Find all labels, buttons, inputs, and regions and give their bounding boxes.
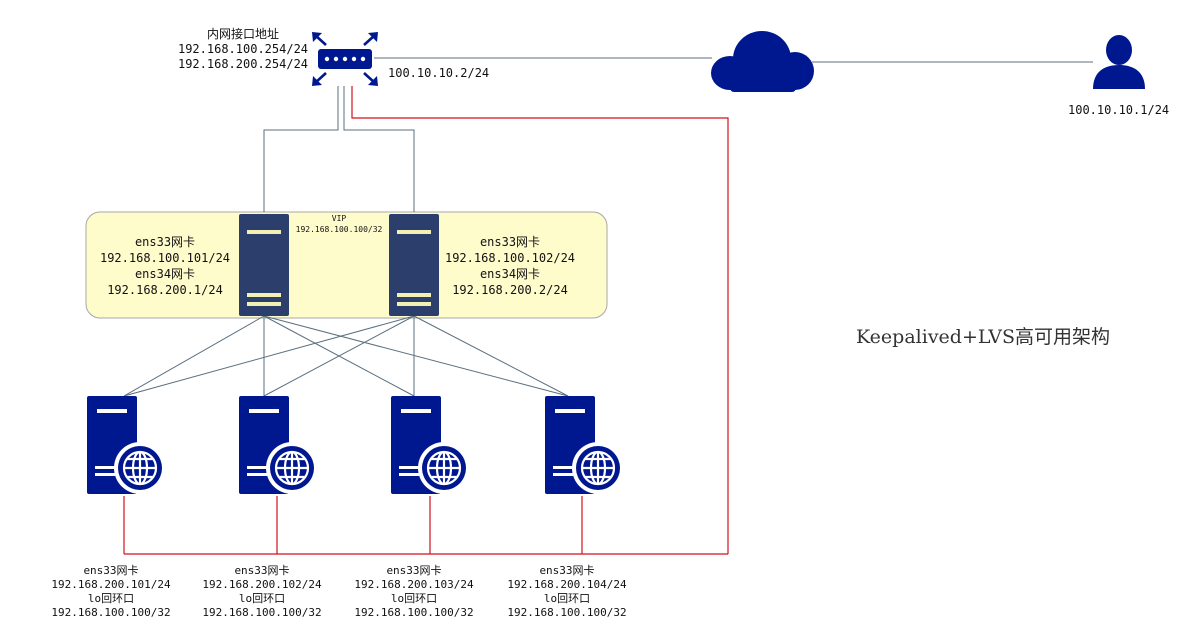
diagram-title: Keepalived+LVS高可用架构 xyxy=(856,326,1110,348)
lb-1-ip2: 192.168.200.1/24 xyxy=(107,283,223,297)
rs-4-ip2: 192.168.100.100/32 xyxy=(507,606,627,619)
lb-cluster-box xyxy=(85,211,608,319)
router-label-title: 内网接口地址 xyxy=(206,27,279,41)
network-links xyxy=(123,57,1093,397)
rs-2-if1: ens33网卡 xyxy=(234,564,290,577)
rs-2-ip2: 192.168.100.100/32 xyxy=(202,606,322,619)
lb-1-ip1: 192.168.100.101/24 xyxy=(99,251,231,265)
rs-4-if1: ens33网卡 xyxy=(539,564,595,577)
rs-1-ip2: 192.168.100.100/32 xyxy=(51,606,171,619)
lb-2-ip2: 192.168.200.2/24 xyxy=(452,283,568,297)
real-server-4-icon xyxy=(543,394,626,496)
user-icon xyxy=(1093,35,1145,89)
rs-2-info: ens33网卡 192.168.200.102/24 lo回环口 192.168… xyxy=(187,564,337,620)
rs-1-ip1: 192.168.200.101/24 xyxy=(51,578,171,591)
router-info: 内网接口地址 192.168.100.254/24 192.168.200.25… xyxy=(168,27,318,72)
lb-2-if1: ens33网卡 xyxy=(479,235,541,249)
vip-label: VIP xyxy=(331,214,347,223)
rs-1-if1: ens33网卡 xyxy=(83,564,139,577)
rs-3-if2: lo回环口 xyxy=(390,592,438,605)
lb-1-if2: ens34网卡 xyxy=(134,267,196,281)
return-path-router xyxy=(351,86,729,554)
rs-3-info: ens33网卡 192.168.200.103/24 lo回环口 192.168… xyxy=(339,564,489,620)
rs-1-info: ens33网卡 192.168.200.101/24 lo回环口 192.168… xyxy=(36,564,186,620)
lb1-to-rs1-link xyxy=(123,315,265,397)
rs-4-info: ens33网卡 192.168.200.104/24 lo回环口 192.168… xyxy=(492,564,642,620)
rs-3-ip2: 192.168.100.100/32 xyxy=(354,606,474,619)
lb-server-1-icon xyxy=(239,214,289,316)
lb2-to-rs4-link xyxy=(413,315,569,397)
real-server-2-icon xyxy=(237,394,320,496)
lb1-to-rs4-link xyxy=(263,315,569,397)
rs-4-if2: lo回环口 xyxy=(543,592,591,605)
rs-1-if2: lo回环口 xyxy=(87,592,135,605)
real-server-3-icon xyxy=(389,394,472,496)
client-ip: 100.10.10.1/24 xyxy=(1068,103,1170,117)
vip-address: 192.168.100.100/32 xyxy=(295,225,383,234)
rs-2-if2: lo回环口 xyxy=(238,592,286,605)
return-path-links xyxy=(123,86,729,555)
lb-2-info: ens33网卡 192.168.100.102/24 ens34网卡 192.1… xyxy=(435,234,585,298)
lb-1-info: ens33网卡 192.168.100.101/24 ens34网卡 192.1… xyxy=(90,234,240,298)
router-icon xyxy=(312,32,378,86)
lb2-to-rs2-link xyxy=(263,315,415,397)
lb-2-if2: ens34网卡 xyxy=(479,267,541,281)
rs-3-if1: ens33网卡 xyxy=(386,564,442,577)
router-ip-2: 192.168.200.254/24 xyxy=(177,57,309,71)
cloud-icon xyxy=(711,31,814,92)
router-to-lb1-link xyxy=(263,86,339,212)
lb2-to-rs1-link xyxy=(123,315,415,397)
lb-2-ip1: 192.168.100.102/24 xyxy=(444,251,576,265)
router-to-lb2-link xyxy=(343,86,415,212)
real-server-1-icon xyxy=(85,394,168,496)
rs-4-ip1: 192.168.200.104/24 xyxy=(507,578,627,591)
rs-2-ip1: 192.168.200.102/24 xyxy=(202,578,322,591)
vip-info: VIP 192.168.100.100/32 xyxy=(283,213,395,235)
router-ip-1: 192.168.100.254/24 xyxy=(177,42,309,56)
lb-1-if1: ens33网卡 xyxy=(134,235,196,249)
router-wan-ip: 100.10.10.2/24 xyxy=(388,66,490,80)
lb-server-2-icon xyxy=(389,214,439,316)
rs-3-ip1: 192.168.200.103/24 xyxy=(354,578,474,591)
